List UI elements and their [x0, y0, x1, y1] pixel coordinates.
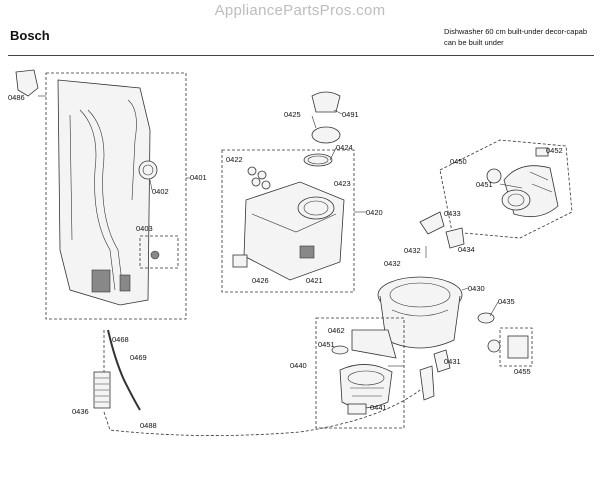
callout-0432-b: 0432 [384, 259, 401, 268]
callout-0402: 0402 [152, 187, 169, 196]
callout-0401: 0401 [190, 173, 207, 182]
filter-body-part [339, 364, 393, 409]
callout-0469: 0469 [130, 353, 147, 362]
filter-lid-part [351, 329, 397, 359]
filter-group-box [315, 317, 405, 429]
callout-0433: 0433 [444, 209, 461, 218]
sensor-part [232, 254, 248, 268]
sump-pot-part [377, 276, 463, 349]
callout-0451-filter: 0451 [318, 340, 335, 349]
callout-0441: 0441 [370, 403, 387, 412]
drain-pump-part [507, 335, 529, 359]
site-watermark: AppliancePartsPros.com [214, 2, 386, 19]
callout-0462: 0462 [328, 326, 345, 335]
header-divider [8, 55, 594, 56]
callout-0440: 0440 [290, 361, 307, 370]
description-line-2: can be built under [444, 38, 504, 47]
sump-cover-part [243, 181, 345, 281]
clip-part [419, 211, 445, 235]
callout-0452: 0452 [546, 146, 563, 155]
brand-title: Bosch [10, 28, 50, 43]
model-description: Dishwasher 60 cm built-under decor-capab… [444, 26, 600, 48]
callout-0432-a: 0432 [404, 246, 421, 255]
description-line-1: Dishwasher 60 cm built-under decor-capab [444, 27, 587, 36]
check-valve-part [433, 349, 451, 373]
callout-0434: 0434 [458, 245, 475, 254]
callout-0486: 0486 [8, 93, 25, 102]
seal-ring-part [138, 160, 158, 180]
callout-0420: 0420 [366, 208, 383, 217]
float-disc-part [311, 126, 341, 144]
callout-0431: 0431 [444, 357, 461, 366]
callout-0455: 0455 [514, 367, 531, 376]
float-cap-part [311, 91, 341, 113]
callout-0488: 0488 [140, 421, 157, 430]
sump-cover-group-box [221, 149, 355, 293]
callout-0491: 0491 [342, 110, 359, 119]
callout-0425: 0425 [284, 110, 301, 119]
heat-pump-part [501, 165, 559, 218]
callout-0426: 0426 [252, 276, 269, 285]
callout-0435: 0435 [498, 297, 515, 306]
callout-0422: 0422 [226, 155, 243, 164]
bracket-part [15, 69, 39, 97]
callout-0450: 0450 [450, 157, 467, 166]
side-panel-group-box [45, 72, 187, 320]
callout-0424: 0424 [336, 143, 353, 152]
side-panel-part [57, 79, 151, 306]
callout-0436: 0436 [72, 407, 89, 416]
callout-0423: 0423 [334, 179, 351, 188]
callout-0403: 0403 [136, 224, 153, 233]
callout-0468: 0468 [112, 335, 129, 344]
callout-0451-pump: 0451 [476, 180, 493, 189]
callout-0421: 0421 [306, 276, 323, 285]
callout-0430: 0430 [468, 284, 485, 293]
